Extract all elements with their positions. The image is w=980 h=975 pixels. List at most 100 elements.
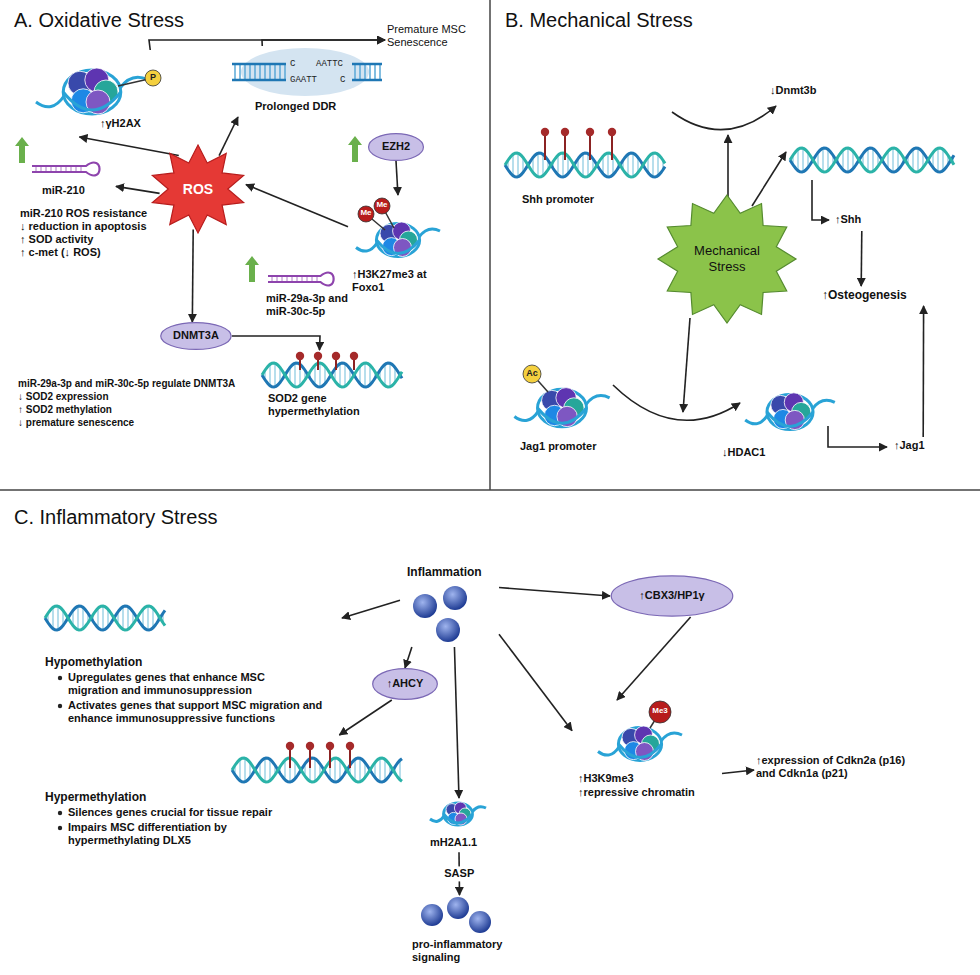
base-pair <box>587 154 589 177</box>
dna-strand <box>232 758 402 782</box>
methyl-group <box>586 128 594 136</box>
base-pair <box>339 364 341 387</box>
text-holder: miR-210 <box>42 184 112 197</box>
connector-arrow <box>405 647 412 668</box>
mark-symbol: Me <box>356 208 376 218</box>
text-holder: Premature MSC Senescence <box>387 23 473 49</box>
bullet-dot <box>58 704 62 708</box>
dna-tail <box>430 816 444 821</box>
sequence-letters: GAATT <box>290 75 330 86</box>
methyl-group <box>296 352 304 360</box>
damage-cloud <box>241 48 369 96</box>
base-pair <box>892 148 894 172</box>
methyl-group <box>286 742 294 750</box>
panel-region: ↑γH2AX Prolonged DDR Premature MSC Senesce… <box>0 0 490 490</box>
base-pair <box>319 363 321 387</box>
annotation-text: ↓ reduction in apoptosis <box>20 220 220 233</box>
node-title: C. Inflammatory Stress <box>14 505 334 529</box>
dna-tail <box>356 243 377 251</box>
increase-arrow <box>15 137 29 163</box>
stress-burst: Mechanical Stress <box>658 195 796 323</box>
immune-cell <box>421 904 443 926</box>
text-holder: ↑H3K27me3 at Foxo1 <box>352 268 442 294</box>
text-holder: Prolonged DDR <box>255 100 375 113</box>
node-title: ↑CBX3/HP1γ <box>639 589 704 602</box>
base-pair <box>364 363 366 387</box>
node-title: ↑Jag1 <box>894 439 940 452</box>
label-holder: ↑ SOD2 methylation <box>18 404 218 416</box>
base-pair <box>354 759 356 780</box>
dna-tail <box>586 396 610 405</box>
dna-tail <box>598 747 619 755</box>
immune-cell <box>469 911 491 933</box>
connector-arrow <box>149 40 385 50</box>
base-pair <box>374 64 376 80</box>
node-title: DNMT3A <box>173 329 219 342</box>
dna-helix <box>505 153 665 177</box>
base-pair <box>314 365 316 385</box>
connector-arrow <box>396 161 398 195</box>
node-title: Inflammation <box>407 565 495 579</box>
node-text: Activates genes that support MSC migrati… <box>68 699 338 725</box>
methyl-group <box>541 128 549 136</box>
bullet-dot <box>58 676 62 680</box>
text-holder: Inflammation <box>407 565 495 579</box>
dna-wrap <box>444 814 473 823</box>
text-holder: Silences genes crucial for tissue repair <box>68 806 368 819</box>
base-pair <box>244 758 246 781</box>
node-title: ↑H3K27me3 at Foxo1 <box>352 268 442 294</box>
annotation-text: ↓HDAC1 <box>722 446 792 459</box>
methylation-box: HypomethylationUpregulates genes that en… <box>40 590 342 730</box>
gene-promoter: Shh promoter <box>500 118 670 218</box>
dna-strand <box>790 148 954 172</box>
text-holder: EZH2 <box>368 133 424 161</box>
base-pair <box>379 64 381 80</box>
base-pair <box>264 758 266 781</box>
base-pair <box>557 155 559 175</box>
base-pair <box>82 607 84 628</box>
base-pair <box>249 64 251 80</box>
dna-wrap <box>618 744 661 758</box>
enzyme-ellipse: ↑AHCY <box>372 668 438 700</box>
dna-strand <box>352 79 382 82</box>
text-holder: Activates genes that support MSC migrati… <box>68 699 338 725</box>
connector-arrow <box>860 231 862 286</box>
dna-tail <box>745 415 767 424</box>
text-holder: SOD2 gene hypermethylation <box>268 392 376 418</box>
methyl-group <box>306 742 314 750</box>
base-pair <box>399 760 401 780</box>
dna-wrap <box>767 412 813 426</box>
node-text: ↑repressive chromatin <box>578 786 718 799</box>
connector-arrow <box>116 186 160 193</box>
sequence-letters: AATTC <box>316 59 356 70</box>
node-title: Mechanical Stress <box>685 243 769 274</box>
histone-mark-circle <box>358 206 374 222</box>
dna-wrap <box>376 240 419 254</box>
base-pair <box>517 153 519 176</box>
base-pair <box>842 150 844 170</box>
base-pair <box>562 153 564 177</box>
base-pair <box>274 64 276 80</box>
increase-arrow <box>245 256 259 282</box>
label-holder: Me3 <box>648 706 672 716</box>
connector-arrow <box>232 336 320 350</box>
label-holder: Ac <box>522 368 542 379</box>
base-pair <box>344 364 346 387</box>
pathway-arrow <box>683 318 690 412</box>
panel-region: Shh promoter↑ShhMechanical Stress↑Osteog… <box>490 0 980 490</box>
base-pair <box>632 153 634 176</box>
pathway-arrow <box>727 135 729 200</box>
text-holder: ROS <box>150 145 246 233</box>
dna-strand <box>505 153 665 177</box>
dna-strand <box>352 63 382 66</box>
label-holder: miR-29a-3p and miR-30c-5p regulate DNMT3… <box>18 378 258 390</box>
node-title: SOD2 gene hypermethylation <box>268 392 376 418</box>
sequence-letters: C <box>340 75 350 86</box>
gene-promoter: Jag1 promoter <box>500 360 619 458</box>
connector-arrow <box>339 700 392 735</box>
text-holder: pro-inflammatory signaling <box>412 938 510 964</box>
base-pair <box>279 64 281 80</box>
text-holder: ↑γH2AX <box>100 117 172 130</box>
histone-mark: ↑H3K27me3 at Foxo1 <box>348 195 446 301</box>
